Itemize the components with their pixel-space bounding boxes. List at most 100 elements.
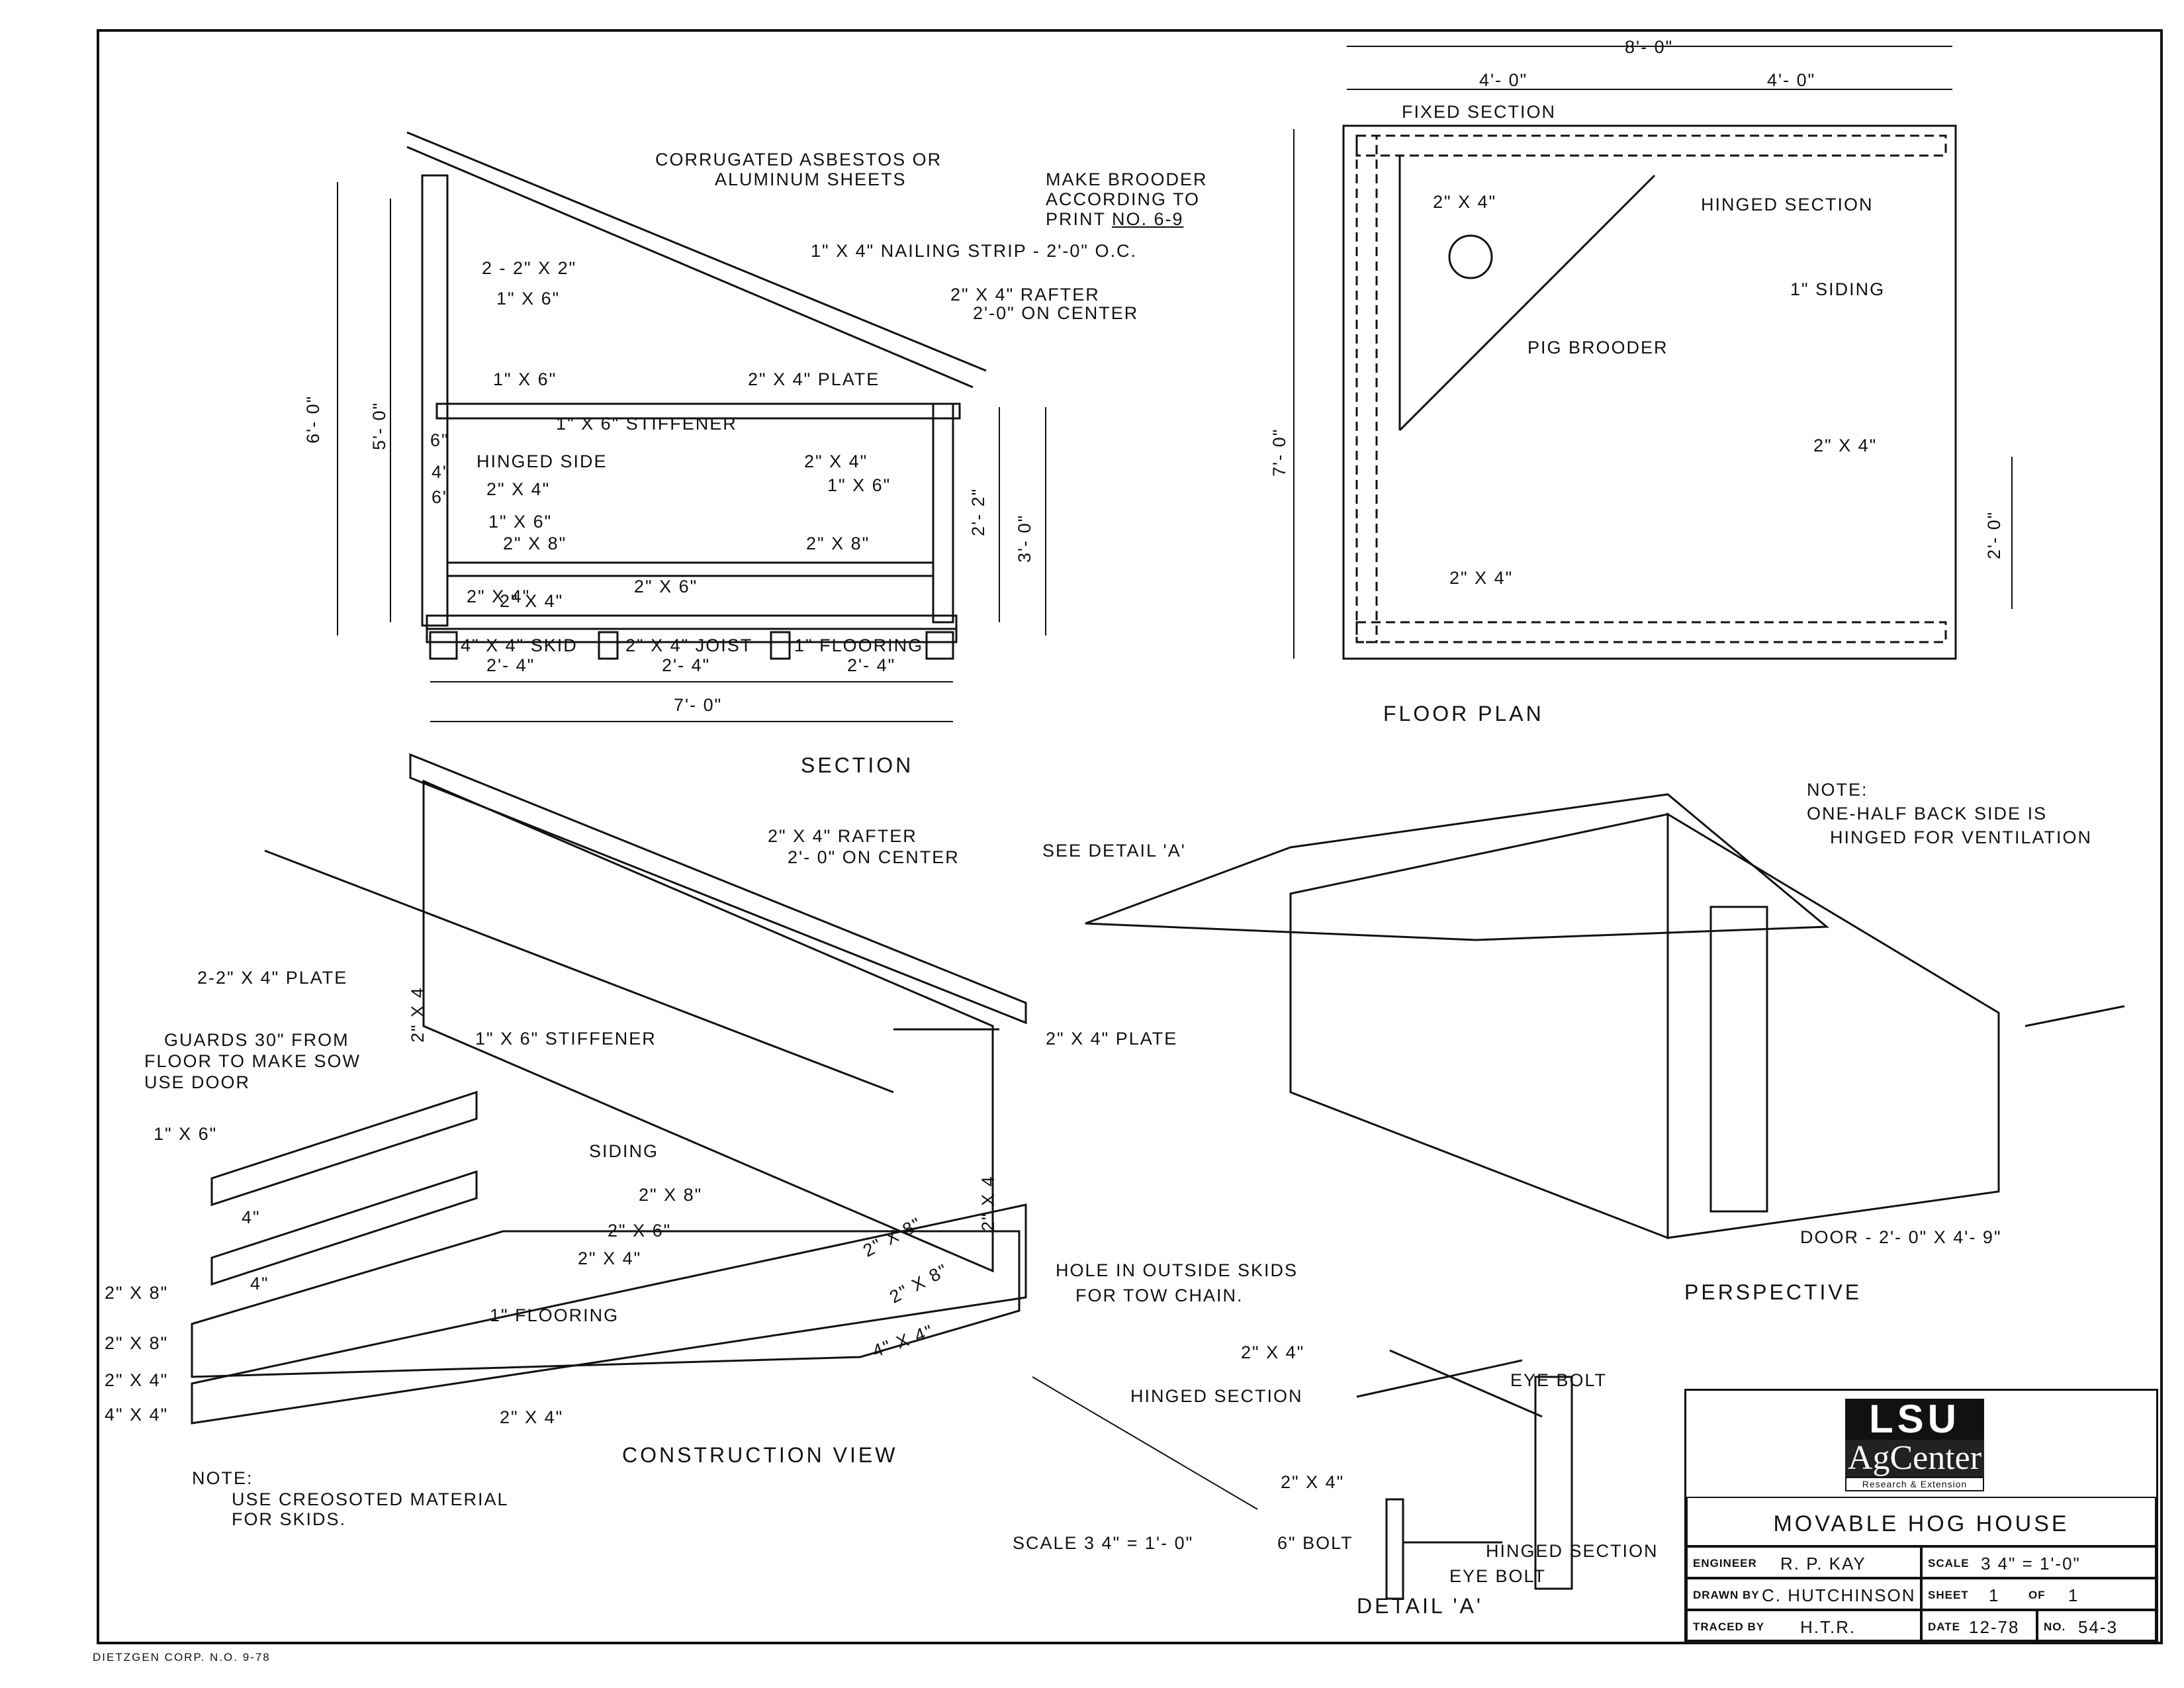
scale-value: 3 4" = 1'-0"	[1981, 1554, 2081, 1573]
construction-label-rafter2: 2'- 0" ON CENTER	[788, 847, 960, 867]
section-label-flooring: 1" FLOORING	[794, 635, 924, 655]
section-label-rafter2: 2'-0" ON CENTER	[973, 303, 1139, 323]
detail-label-hinged2: HINGED SECTION	[1486, 1541, 1659, 1561]
construction-label-v24b: 2" X 4	[978, 1175, 998, 1231]
detail-a-view-title: DETAIL 'A'	[1357, 1594, 1483, 1618]
logo-lsu: LSU	[1845, 1399, 1984, 1440]
perspective-label-door: DOOR - 2'- 0" X 4'- 9"	[1800, 1227, 2002, 1247]
section-label-b26: 2" X 6"	[634, 577, 698, 596]
detail-label-eye-bolt2: EYE BOLT	[1449, 1566, 1547, 1586]
title-block: LSU AgCenter Research & Extension MOVABL…	[1684, 1389, 2158, 1643]
construction-label-guards2: FLOOR TO MAKE SOW	[144, 1051, 361, 1071]
construction-label-guards3: USE DOOR	[144, 1072, 251, 1092]
of-key: OF	[2028, 1589, 2046, 1601]
section-label-skid: 4" X 4" SKID	[461, 635, 578, 655]
of-value: 1	[2068, 1585, 2079, 1605]
section-label-hinged-side: HINGED SIDE	[477, 451, 608, 471]
section-dim-s4: 4"	[432, 462, 451, 482]
section-dim-h6: 6'- 0"	[303, 395, 323, 444]
section-dim-s6b: 6"	[432, 487, 451, 507]
section-label-nailing: 1" X 4" NAILING STRIP - 2'-0" O.C.	[811, 241, 1138, 261]
number-key: NO.	[2044, 1620, 2066, 1633]
section-label-b24b: 2" X 4"	[500, 591, 564, 611]
drawn-key: DRAWN BY	[1693, 1589, 1760, 1601]
section-dim-total: 7'- 0"	[674, 695, 723, 715]
section-label-rafter: 2" X 4" RAFTER	[950, 285, 1100, 305]
scale-key: SCALE	[1928, 1557, 1970, 1570]
construction-label-stiffener: 1" X 6" STIFFENER	[475, 1029, 657, 1049]
scale-note: SCALE 3 4" = 1'- 0"	[1013, 1533, 1194, 1553]
construction-label-c4b: 4"	[250, 1274, 269, 1293]
title-cell: MOVABLE HOG HOUSE	[1686, 1497, 2156, 1546]
section-label-stiffener: 1" X 6" STIFFENER	[556, 414, 737, 434]
plan-dim-h2: 2'- 0"	[1984, 510, 2004, 559]
construction-label-plate-right: 2" X 4" PLATE	[1046, 1029, 1178, 1049]
construction-label-l24: 2" X 4"	[105, 1370, 169, 1390]
date-cell: DATE 12-78	[1921, 1610, 2037, 1641]
plan-dim-w8: 8'- 0"	[1625, 37, 1674, 57]
construction-view-title: CONSTRUCTION VIEW	[622, 1443, 898, 1467]
drawn-value: C. HUTCHINSON	[1762, 1585, 1916, 1605]
footer-print: DIETZGEN CORP. N.O. 9-78	[93, 1651, 271, 1664]
construction-view-drawing	[191, 753, 1027, 1425]
scale-cell: SCALE 3 4" = 1'-0"	[1921, 1546, 2156, 1578]
construction-label-l28b: 2" X 8"	[105, 1333, 169, 1353]
plan-dim-h7: 7'- 0"	[1269, 428, 1289, 477]
construction-label-l44: 4" X 4"	[105, 1405, 169, 1425]
drawn-cell: DRAWN BY C. HUTCHINSON	[1686, 1578, 1921, 1610]
plan-label-pig-brooder: PIG BROODER	[1527, 338, 1668, 357]
engineer-value: R. P. KAY	[1780, 1554, 1866, 1573]
plan-label-brooder1: MAKE BROODER	[1046, 169, 1208, 189]
plan-label-brooder2: ACCORDING TO	[1046, 189, 1201, 209]
detail-label-d24: 2" X 4"	[1241, 1342, 1305, 1362]
engineer-key: ENGINEER	[1693, 1557, 1757, 1570]
detail-label-hinged: HINGED SECTION	[1130, 1386, 1303, 1406]
construction-label-rafter: 2" X 4" RAFTER	[768, 826, 917, 846]
plan-label-p24c: 2" X 4"	[1449, 568, 1514, 588]
plan-label-hinged-section: HINGED SECTION	[1701, 195, 1874, 214]
section-label-roof: CORRUGATED ASBESTOS OR	[655, 150, 942, 169]
drawing-title: MOVABLE HOG HOUSE	[1773, 1511, 2070, 1536]
section-label-one6a: 1" X 6"	[496, 289, 561, 308]
sheet-key: SHEET	[1928, 1589, 1969, 1601]
plan-label-siding: 1" SIDING	[1790, 279, 1886, 299]
construction-label-v24a: 2" X 4	[408, 986, 428, 1043]
perspective-note-line1: ONE-HALF BACK SIDE IS	[1807, 804, 2048, 823]
section-dim-h3: 3'- 0"	[1015, 514, 1034, 563]
number-cell: NO. 54-3	[2037, 1610, 2156, 1641]
section-label-plate: 2" X 4" PLATE	[748, 369, 880, 389]
section-dim-d1: 2'- 4"	[486, 655, 535, 675]
detail-a-drawing	[1032, 1349, 1573, 1600]
number-value: 54-3	[2078, 1617, 2118, 1637]
traced-cell: TRACED BY H.T.R.	[1686, 1610, 1921, 1641]
section-dim-h22: 2'- 2"	[968, 487, 988, 536]
section-label-h16: 1" X 6"	[488, 512, 553, 532]
construction-note-line2: FOR SKIDS.	[232, 1509, 347, 1529]
plan-dim-w4b: 4'- 0"	[1767, 70, 1816, 90]
section-label-r28: 2" X 8"	[806, 534, 870, 553]
section-view-title: SECTION	[801, 753, 914, 777]
section-label-one6b: 1" X 6"	[493, 369, 557, 389]
plan-label-brooder3: PRINT	[1046, 209, 1106, 229]
construction-label-hole2: FOR TOW CHAIN.	[1075, 1286, 1244, 1305]
construction-label-plate-left: 2-2" X 4" PLATE	[197, 968, 348, 988]
perspective-drawing	[1085, 793, 2125, 1240]
construction-note-line1: USE CREOSOTED MATERIAL	[232, 1489, 509, 1509]
detail-label-bolt: 6" BOLT	[1277, 1533, 1353, 1553]
logo-research-extension: Research & Extension	[1845, 1477, 1984, 1491]
plan-label-p24: 2" X 4"	[1433, 192, 1497, 212]
construction-label-one6: 1" X 6"	[154, 1124, 218, 1144]
section-label-two22: 2 - 2" X 2"	[482, 258, 577, 278]
construction-label-flooring: 1" FLOORING	[490, 1305, 619, 1325]
traced-value: H.T.R.	[1800, 1617, 1856, 1637]
logo-agcenter: AgCenter	[1845, 1440, 1984, 1477]
construction-label-c4: 4"	[242, 1207, 261, 1227]
sheet-border	[97, 29, 2163, 1644]
date-key: DATE	[1928, 1620, 1961, 1633]
perspective-label-see-detail: SEE DETAIL 'A'	[1042, 841, 1186, 861]
section-label-roof2: ALUMINUM SHEETS	[715, 169, 907, 189]
perspective-note-line2: HINGED FOR VENTILATION	[1830, 827, 2093, 847]
floor-plan-drawing	[1293, 46, 2013, 660]
